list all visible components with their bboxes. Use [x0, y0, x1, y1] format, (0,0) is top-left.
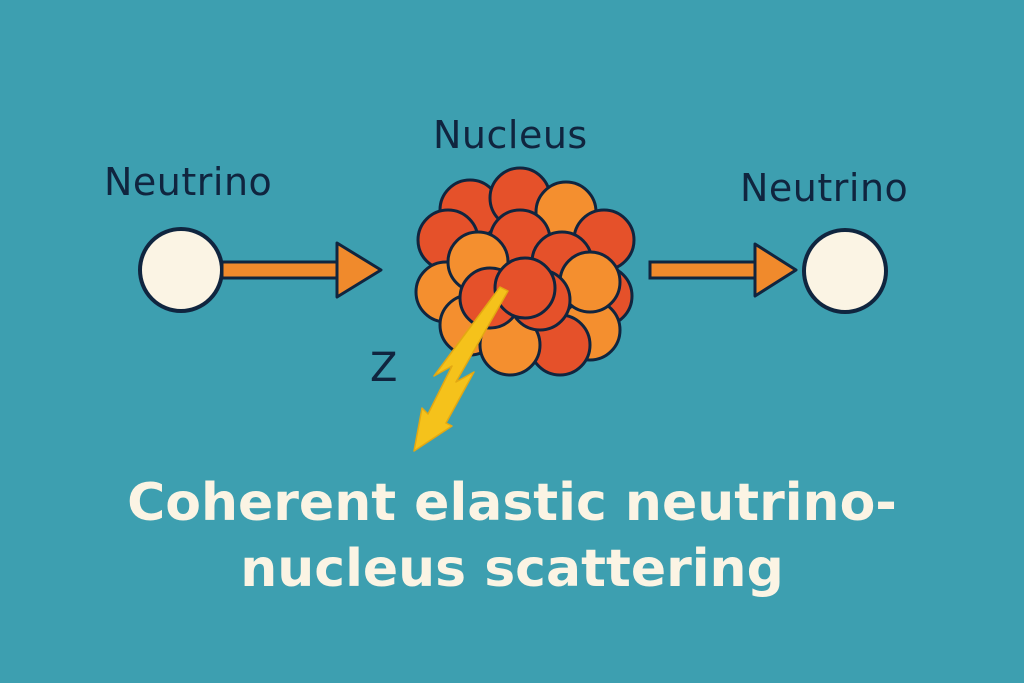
- incoming-arrow: [220, 241, 383, 299]
- caption-line-1: Coherent elastic neutrino-: [127, 473, 897, 533]
- incoming-neutrino-label: Neutrino: [104, 160, 273, 204]
- outgoing-neutrino-particle: [802, 228, 888, 314]
- caption-line-2: nucleus scattering: [240, 539, 784, 599]
- nucleon: [493, 256, 557, 320]
- nucleus-label: Nucleus: [433, 113, 588, 157]
- outgoing-neutrino-label: Neutrino: [740, 166, 909, 210]
- z-boson-lightning-icon: [413, 286, 509, 452]
- nucleus-cluster: [414, 166, 636, 377]
- diagram-caption: Coherent elastic neutrino- nucleus scatt…: [0, 470, 1024, 602]
- incoming-neutrino-particle: [138, 227, 224, 313]
- outgoing-arrow: [648, 242, 798, 298]
- z-boson-label: Z: [370, 345, 398, 391]
